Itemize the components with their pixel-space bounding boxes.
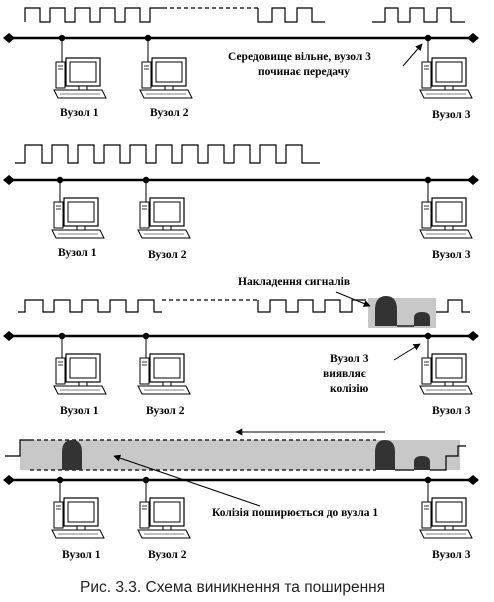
bus-terminator [3,331,15,341]
computer-icon [51,197,105,239]
computer-icon [419,197,473,239]
panel-4: Вузол 1 Вузол 2 Вузол 3 Колізія поширюєт… [3,428,479,561]
collision-burst [414,456,430,470]
computer-icon [137,197,191,239]
signal-edge-left [5,439,30,457]
annotation-signal-overlap: Накладення сигналів [238,276,350,288]
annotation-node3: Вузол 3 [330,353,369,365]
node-label: Вузол 1 [60,107,99,119]
node-label: Вузол 2 [150,107,189,119]
bus-terminator [3,33,15,43]
annotation-medium-free: Середовище вільне, вузол 3 [228,51,371,63]
computer-icon [419,497,473,539]
computer-icon [137,497,191,539]
bus-terminator [467,331,479,341]
signal-node-1 [18,299,366,313]
node-label: Вузол 3 [432,109,471,121]
node-label: Вузол 1 [58,247,97,259]
collision-burst [375,440,395,470]
annotation-collision: колізію [330,383,369,395]
computer-icon [419,57,473,99]
bus-terminator [467,175,479,185]
annotation-detects: виявляє [323,368,366,380]
annotation-starts-transmission: починає передачу [258,66,350,78]
bus-terminator [3,475,15,485]
bus-terminator [3,175,15,185]
node-label: Вузол 2 [148,249,187,261]
collision-burst [414,312,430,326]
node-label: Вузол 2 [146,405,185,417]
annotation-collision-propagates: Колізія поширюється до вузла 1 [212,507,378,519]
computer-icon [137,353,191,395]
computer-icon [51,497,105,539]
collision-burst [375,296,397,326]
computer-icon [419,353,473,395]
computer-icon [139,57,193,99]
signal-node-1 [15,144,320,164]
bus-terminator [467,475,479,485]
node-label: Вузол 3 [432,549,471,561]
node-label: Вузол 3 [432,249,471,261]
node-label: Вузол 3 [432,405,471,417]
node-label: Вузол 1 [62,549,101,561]
bus-terminator [467,33,479,43]
panel-2: Вузол 1 Вузол 2 Вузол 3 [3,144,479,261]
collision-burst [62,440,82,470]
signal-node-3 [372,7,465,23]
panel-1: Вузол 1 Вузол 2 Вузол 3 Середовище вільн… [3,7,479,121]
node-label: Вузол 1 [60,405,99,417]
computer-icon [53,353,107,395]
node-label: Вузол 2 [148,549,187,561]
computer-icon [53,57,107,99]
signal-node-1 [24,7,325,23]
panel-3: Вузол 1 Вузол 2 Вузол 3 Накладення сигна… [3,276,479,417]
figure-caption: Рис. 3.3. Схема виникнення та поширення [80,579,385,596]
